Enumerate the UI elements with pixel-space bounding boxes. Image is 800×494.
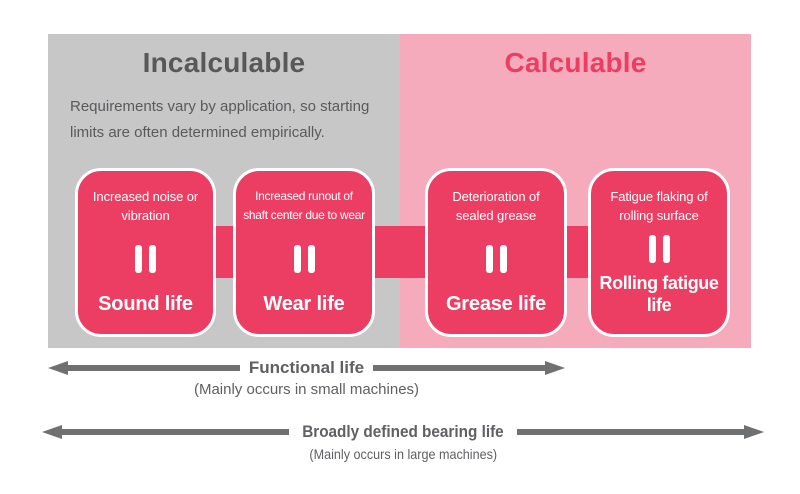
life-box-wear: Increased runout of shaft center due to … <box>233 168 375 337</box>
equals-icon <box>135 244 156 273</box>
connector-band <box>140 226 665 278</box>
life-label: Sound life <box>98 293 193 315</box>
life-label: Rolling fatigue life <box>599 273 719 315</box>
life-box-grease: Deterioration of sealed grease Grease li… <box>425 168 567 337</box>
equals-icon <box>485 244 507 273</box>
calculable-title: Calculable <box>504 47 647 78</box>
broad-bearing-life-label: Broadly defined bearing life <box>291 422 515 442</box>
functional-life-label: Functional life <box>248 358 365 377</box>
life-label: Grease life <box>445 293 547 315</box>
arrow-shaft <box>373 365 546 371</box>
arrow-left-icon <box>48 361 68 375</box>
cause-text: Increased runout of shaft center due to … <box>243 189 365 222</box>
incalculable-description: Requirements vary by application, so sta… <box>70 98 370 141</box>
broad-bearing-life-arrow: Broadly defined bearing life (Mainly occ… <box>42 422 764 463</box>
life-box-rolling-fatigue: Fatigue flaking of rolling surface Rolli… <box>588 168 730 337</box>
broad-bearing-life-label-text: Broadly defined bearing life <box>302 422 504 441</box>
life-label: Wear life <box>263 293 345 315</box>
arrow-shaft <box>68 365 240 371</box>
arrow-shaft <box>516 429 744 435</box>
double-arrow: Broadly defined bearing life <box>42 422 764 442</box>
incalculable-title: Incalculable <box>142 47 306 78</box>
functional-life-sublabel: (Mainly occurs in small machines) <box>193 381 420 398</box>
life-box-sound: Increased noise or vibration Sound life <box>75 168 216 337</box>
arrow-right-icon <box>744 425 764 439</box>
arrow-left-icon <box>42 425 62 439</box>
cause-text: Deterioration of sealed grease <box>452 189 540 223</box>
broad-bearing-life-sublabel: (Mainly occurs in large machines) <box>42 445 764 463</box>
equals-icon <box>293 244 315 273</box>
equals-icon <box>648 234 670 263</box>
arrow-shaft <box>62 429 290 435</box>
arrow-right-icon <box>545 361 566 375</box>
cause-text: Fatigue flaking of rolling surface <box>610 189 708 223</box>
broad-bearing-life-sublabel-text: (Mainly occurs in large machines) <box>309 446 497 462</box>
functional-life-arrow: Functional life (Mainly occurs in small … <box>48 358 566 399</box>
cause-text: Increased noise or vibration <box>92 189 199 223</box>
double-arrow: Functional life <box>48 358 566 378</box>
